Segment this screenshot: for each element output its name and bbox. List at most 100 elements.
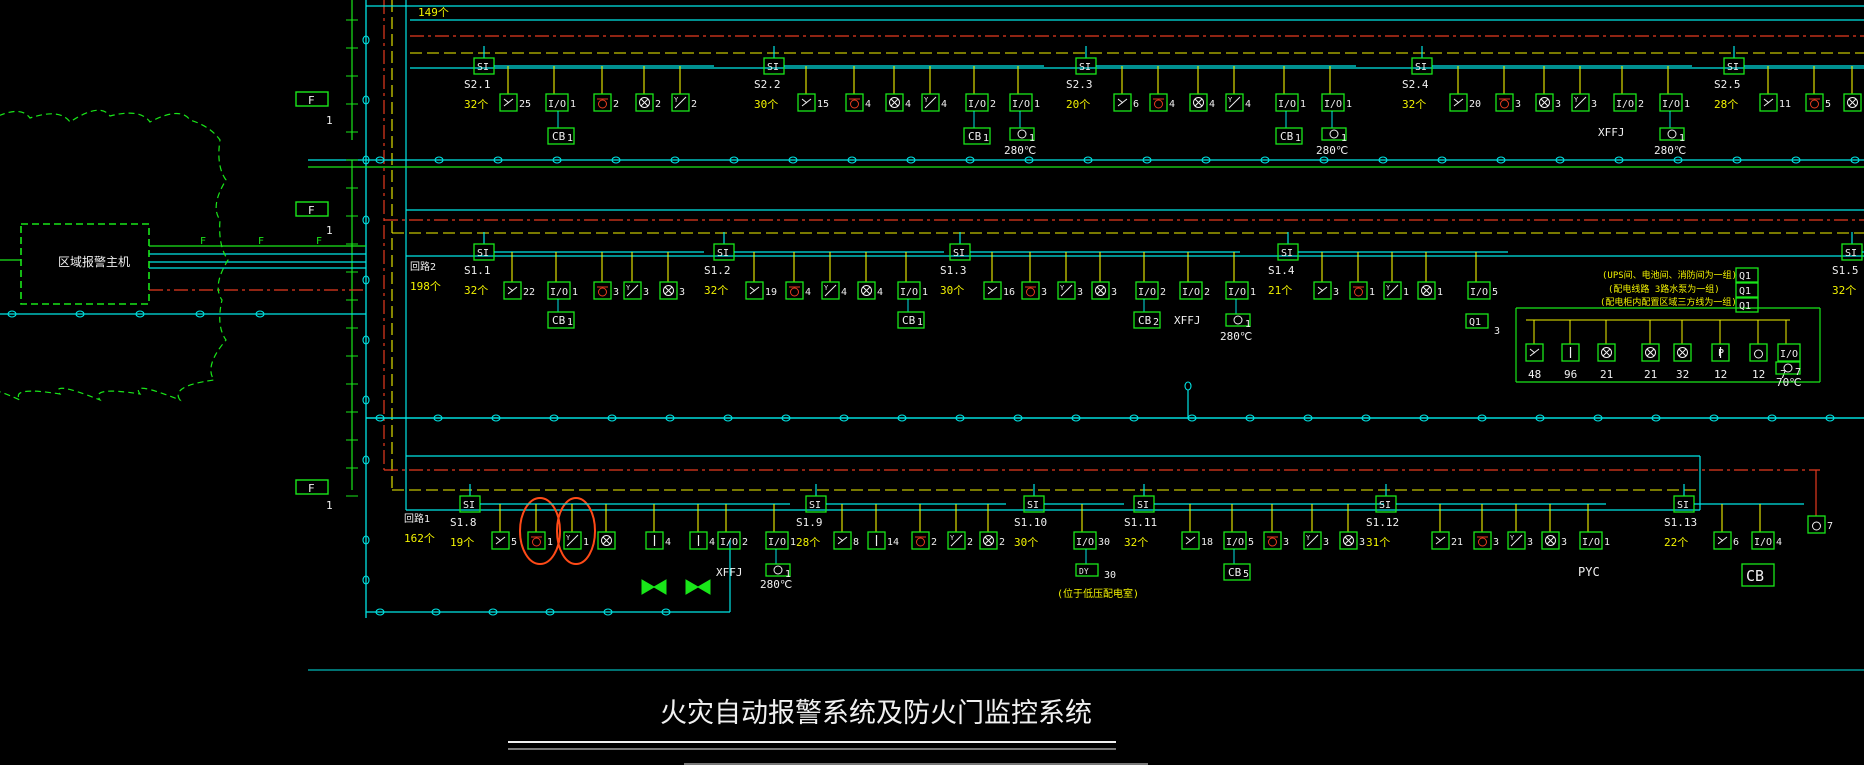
- cable-marker: [493, 156, 503, 164]
- smoke-detector-icon: [1529, 348, 1540, 357]
- cable-marker: [906, 156, 916, 164]
- fire-valve-icon: [1667, 129, 1677, 139]
- module-count-label: 20个: [1066, 98, 1090, 111]
- fire-valve-icon: [773, 565, 783, 575]
- symbol-box: [1449, 93, 1468, 112]
- symbol-box: [867, 531, 886, 550]
- symbol-box: [1659, 93, 1683, 112]
- smoke-detector-icon: [1717, 536, 1728, 545]
- floor-panel-3[interactable]: F 1: [295, 479, 333, 512]
- manual-call-icon: Y: [626, 284, 631, 292]
- symbol-count: 2: [613, 99, 619, 110]
- module-count-label: 30个: [754, 98, 778, 111]
- smoke-detector-icon: [987, 286, 998, 295]
- symbol-box: [1735, 297, 1759, 313]
- si-symbol-text: SI: [767, 62, 779, 73]
- xffj-label: XFFJ: [1598, 126, 1625, 139]
- manual-call-icon: [1574, 96, 1587, 109]
- cable-marker: [1767, 414, 1777, 422]
- module-id-label: S1.13: [1664, 516, 1697, 529]
- symbol-box: [797, 93, 816, 112]
- symbol-count: 22: [523, 287, 535, 298]
- symbol-count: 4: [1245, 99, 1251, 110]
- alarm-bell-icon: [1677, 347, 1688, 358]
- cable-marker: [1437, 156, 1447, 164]
- symbol-box: [1225, 93, 1244, 112]
- cable-marker: [375, 414, 385, 422]
- symbol-count: 4: [941, 99, 947, 110]
- symbol-box: [1113, 93, 1132, 112]
- floor-panel-2[interactable]: F 1: [295, 201, 333, 237]
- symbol-box: [499, 93, 518, 112]
- symbol-count: 48: [1528, 368, 1541, 381]
- cable-marker: [1303, 414, 1313, 422]
- symbol-count: 14: [887, 537, 899, 548]
- symbol-count: 3: [1041, 287, 1047, 298]
- fire-valve-icon: [1783, 363, 1793, 373]
- io-symbol-text: I/O: [768, 537, 786, 548]
- symbol-count: 5: [1825, 99, 1831, 110]
- solenoid-valves[interactable]: [641, 579, 711, 595]
- symbol-box: [765, 563, 791, 577]
- cable-marker: [375, 608, 385, 616]
- floor-panel-1[interactable]: F 1: [295, 91, 333, 127]
- symbol-count: 3: [1111, 287, 1117, 298]
- symbol-box: [1189, 93, 1208, 112]
- symbol-count: 5: [1243, 569, 1249, 580]
- symbol-box: [503, 281, 522, 300]
- symbol-count: 1: [922, 287, 928, 298]
- symbol-box: [1467, 281, 1491, 300]
- floor-panel-label: F: [308, 204, 315, 217]
- symbol-count: 3: [679, 287, 685, 298]
- symbol-count: 12: [1752, 368, 1765, 381]
- cable-marker: [1071, 414, 1081, 422]
- alarm-bell-icon: [1096, 286, 1105, 295]
- manual-call-icon: Y: [1510, 534, 1515, 542]
- symbol-count: 21: [1600, 368, 1613, 381]
- p-label: P: [1718, 348, 1724, 359]
- cable-marker: [1013, 414, 1023, 422]
- cable-marker: [1129, 414, 1139, 422]
- symbol-count: 7: [1795, 367, 1801, 378]
- symbol-count: 21: [1451, 537, 1463, 548]
- area-alarm-host[interactable]: 区域报警主机: [20, 223, 150, 305]
- symbol-box: [1321, 93, 1345, 112]
- phone-icon: [1754, 349, 1763, 359]
- symbol-count: 2: [990, 99, 996, 110]
- heat-detector-icon: [1354, 287, 1363, 297]
- symbol-box: [1263, 531, 1282, 550]
- si-symbol-text: SI: [1027, 500, 1039, 511]
- cable-marker: [75, 310, 85, 318]
- symbol-count: 30: [1104, 570, 1116, 581]
- alarm-bell-icon: [890, 98, 899, 107]
- symbol-count: 21: [1644, 368, 1657, 381]
- alarm-bell-icon: [640, 98, 649, 107]
- fire-valve-icon: [1233, 315, 1243, 325]
- manual-call-icon: Y: [566, 534, 571, 542]
- symbol-box: [1075, 563, 1099, 577]
- fire-phone[interactable]: 7: [1807, 515, 1833, 534]
- symbol-count: 3: [1555, 99, 1561, 110]
- si-symbol-text: SI: [463, 500, 475, 511]
- symbol-count: 30: [1098, 537, 1110, 548]
- module-count-label: 31个: [1366, 536, 1390, 549]
- si-symbol-text: SI: [1727, 62, 1739, 73]
